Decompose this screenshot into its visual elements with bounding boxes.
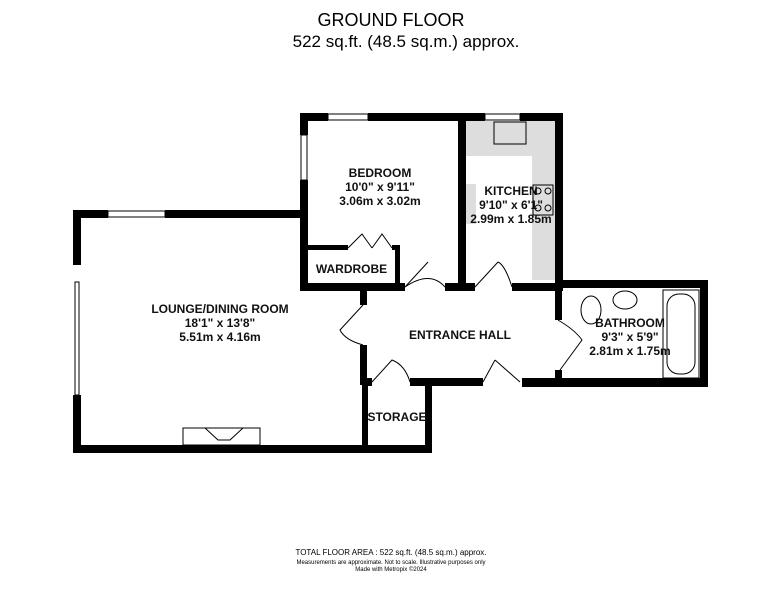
room-name: BATHROOM	[595, 316, 665, 330]
bath-icon	[662, 289, 700, 379]
sink-icon	[493, 121, 527, 145]
fireplace-icon	[182, 427, 261, 446]
footer-total: TOTAL FLOOR AREA : 522 sq.ft. (48.5 sq.m…	[295, 548, 487, 557]
footer-notes: Measurements are approximate. Not to sca…	[0, 560, 782, 574]
room-imperial: 18'1" x 13'8"	[184, 316, 256, 330]
toilet-icon	[580, 295, 602, 325]
room-name: LOUNGE/DINING ROOM	[151, 302, 289, 316]
room-metric: 2.99m x 1.85m	[470, 212, 552, 226]
room-metric: 5.51m x 4.16m	[179, 330, 261, 344]
walls	[73, 113, 708, 453]
room-imperial: 9'10" x 6'1"	[479, 198, 543, 212]
windows	[74, 113, 521, 396]
room-metric: 2.81m x 1.75m	[589, 344, 671, 358]
hob-icon	[532, 184, 554, 216]
room-bathroom: BATHROOM 9'3" x 5'9" 2.81m x 1.75m	[580, 316, 680, 358]
room-kitchen: KITCHEN 9'10" x 6'1" 2.99m x 1.85m	[466, 184, 556, 226]
kitchen-worktops	[466, 121, 555, 280]
room-imperial: 10'0" x 9'11"	[345, 180, 415, 194]
room-name: BEDROOM	[348, 166, 412, 180]
floor-area: 522 sq.ft. (48.5 sq.m.) approx.	[292, 32, 520, 51]
label-storage: STORAGE	[367, 410, 427, 424]
label-wardrobe: WARDROBE	[315, 262, 388, 276]
room-bedroom: BEDROOM 10'0" x 9'11" 3.06m x 3.02m	[320, 166, 440, 208]
label-entrance-hall: ENTRANCE HALL	[409, 328, 511, 342]
room-lounge: LOUNGE/DINING ROOM 18'1" x 13'8" 5.51m x…	[130, 302, 310, 344]
doors	[339, 233, 583, 383]
floor-title: GROUND FLOOR	[317, 10, 465, 30]
room-metric: 3.06m x 3.02m	[339, 194, 421, 208]
room-imperial: 9'3" x 5'9"	[601, 330, 659, 344]
basin-icon	[612, 290, 638, 310]
fixtures	[182, 121, 700, 446]
room-name: KITCHEN	[484, 184, 538, 198]
footer-disclaimer: Measurements are approximate. Not to sca…	[296, 560, 486, 566]
footer-credit: Made with Metropix ©2024	[355, 567, 427, 573]
